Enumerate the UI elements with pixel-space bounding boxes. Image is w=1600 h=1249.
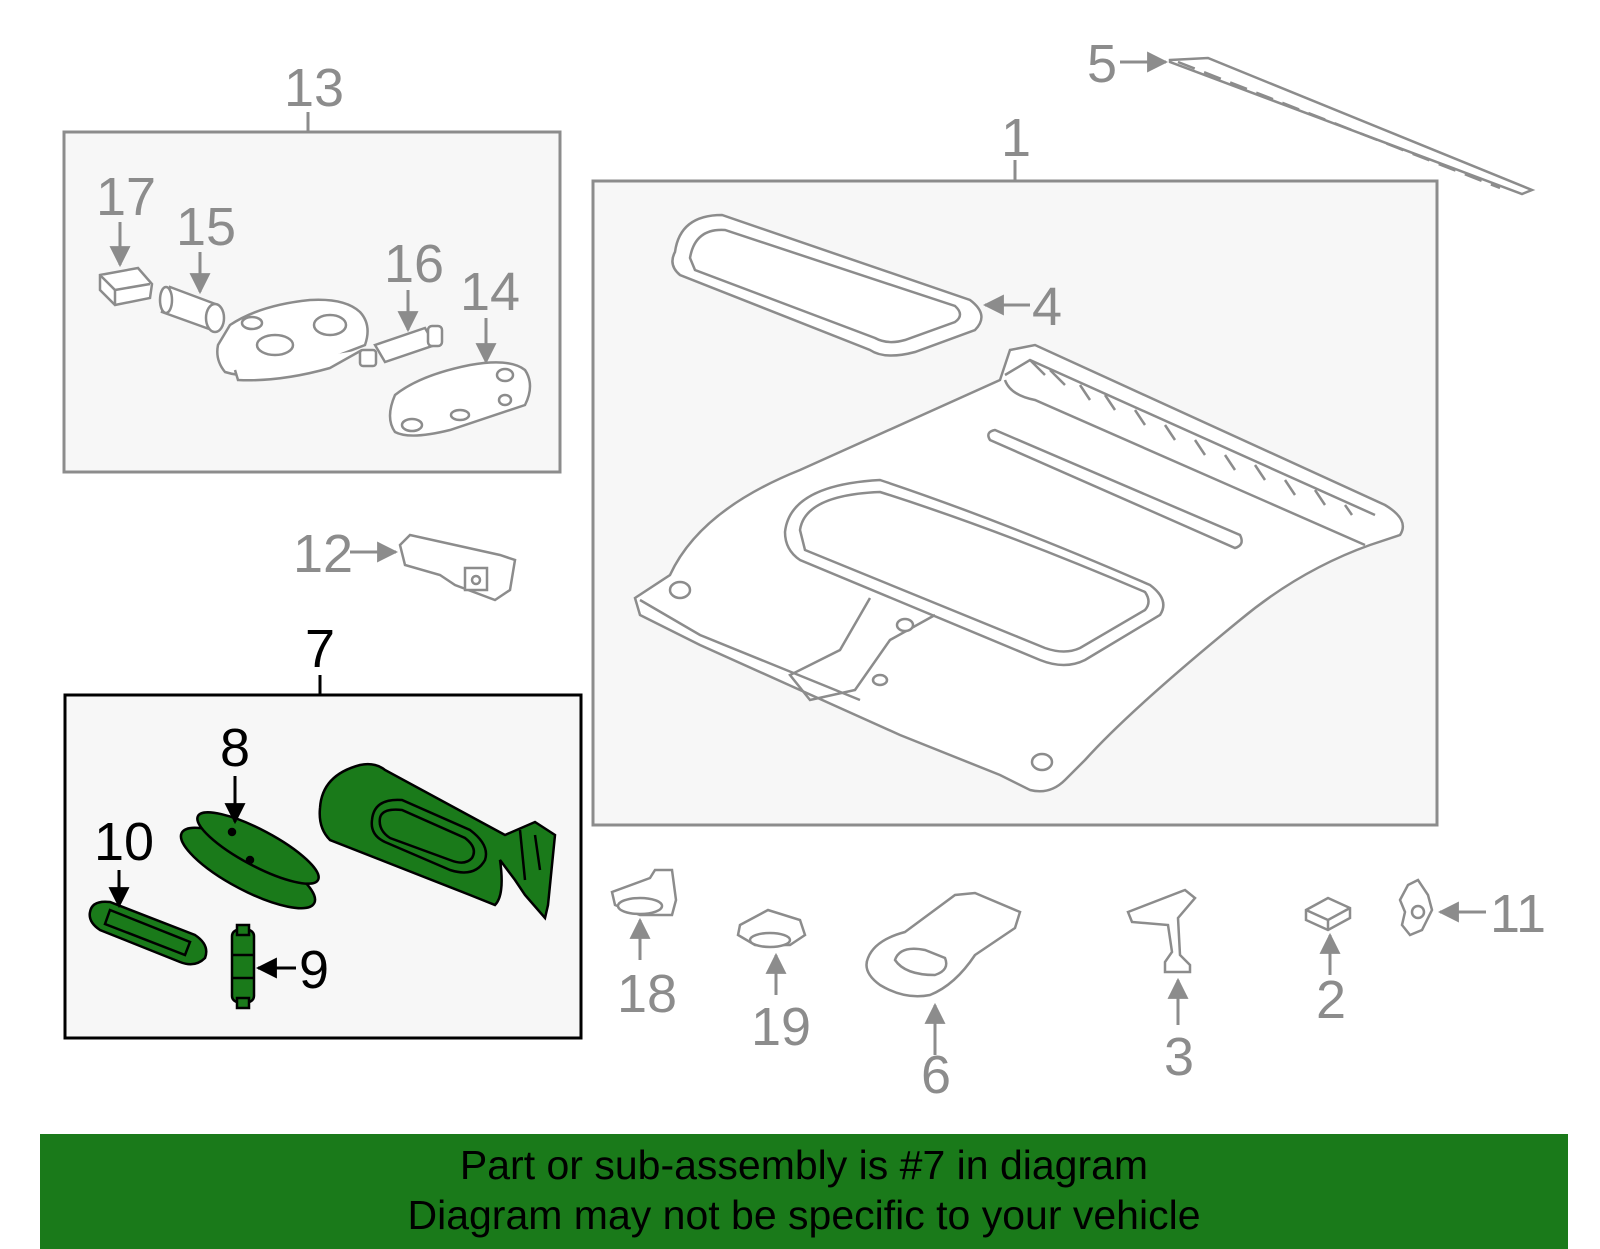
callout-19: 19 <box>751 997 811 1057</box>
callout-4: 4 <box>1032 277 1062 337</box>
part-5-trim-strip <box>1168 56 1536 196</box>
callout-8: 8 <box>220 718 250 778</box>
part-11-clip <box>1398 878 1434 937</box>
part-16-switch <box>358 324 444 368</box>
callout-2: 2 <box>1316 970 1346 1030</box>
info-banner: Part or sub-assembly is #7 in diagram Di… <box>40 1134 1568 1249</box>
callout-16: 16 <box>384 234 444 294</box>
callout-1: 1 <box>1001 108 1031 168</box>
part-4-sunroof-seal <box>671 213 983 357</box>
part-14-lens <box>388 361 532 437</box>
box-7: 7 8 10 9 <box>63 619 583 1040</box>
callout-7: 7 <box>305 619 335 679</box>
callout-11: 11 <box>1490 884 1546 944</box>
part-12-bracket <box>398 533 517 602</box>
callout-17: 17 <box>96 167 156 227</box>
banner-line-2: Diagram may not be specific to your vehi… <box>407 1192 1201 1238</box>
callout-6: 6 <box>921 1045 951 1105</box>
callout-13: 13 <box>284 58 344 118</box>
part-8-mirror <box>179 811 320 910</box>
banner-line-1: Part or sub-assembly is #7 in diagram <box>459 1142 1149 1188</box>
part-6-bracket <box>865 891 1022 998</box>
part-1-headliner <box>633 343 1405 793</box>
box-13: 13 17 15 16 <box>62 58 562 474</box>
callout-3: 3 <box>1164 1027 1194 1087</box>
callout-12: 12 <box>293 524 353 584</box>
part-2-plug <box>1304 896 1352 932</box>
callout-15: 15 <box>176 197 236 257</box>
part-18-holder <box>610 868 678 917</box>
part-15-bulb <box>158 285 226 334</box>
part-9-clip <box>230 923 256 1010</box>
dome-lamp-housing <box>216 298 369 382</box>
callout-5: 5 <box>1087 34 1117 94</box>
part-3-clip <box>1126 888 1197 974</box>
callout-9: 9 <box>299 940 329 1000</box>
callout-18: 18 <box>617 964 677 1024</box>
part-7-sun-visor <box>318 762 557 921</box>
callout-10: 10 <box>94 812 154 872</box>
part-10-cover <box>88 900 208 966</box>
part-17-bulb-socket <box>98 266 154 307</box>
part-19-holder <box>736 908 807 949</box>
callout-14: 14 <box>460 262 520 322</box>
box-1: 1 4 <box>591 108 1439 827</box>
